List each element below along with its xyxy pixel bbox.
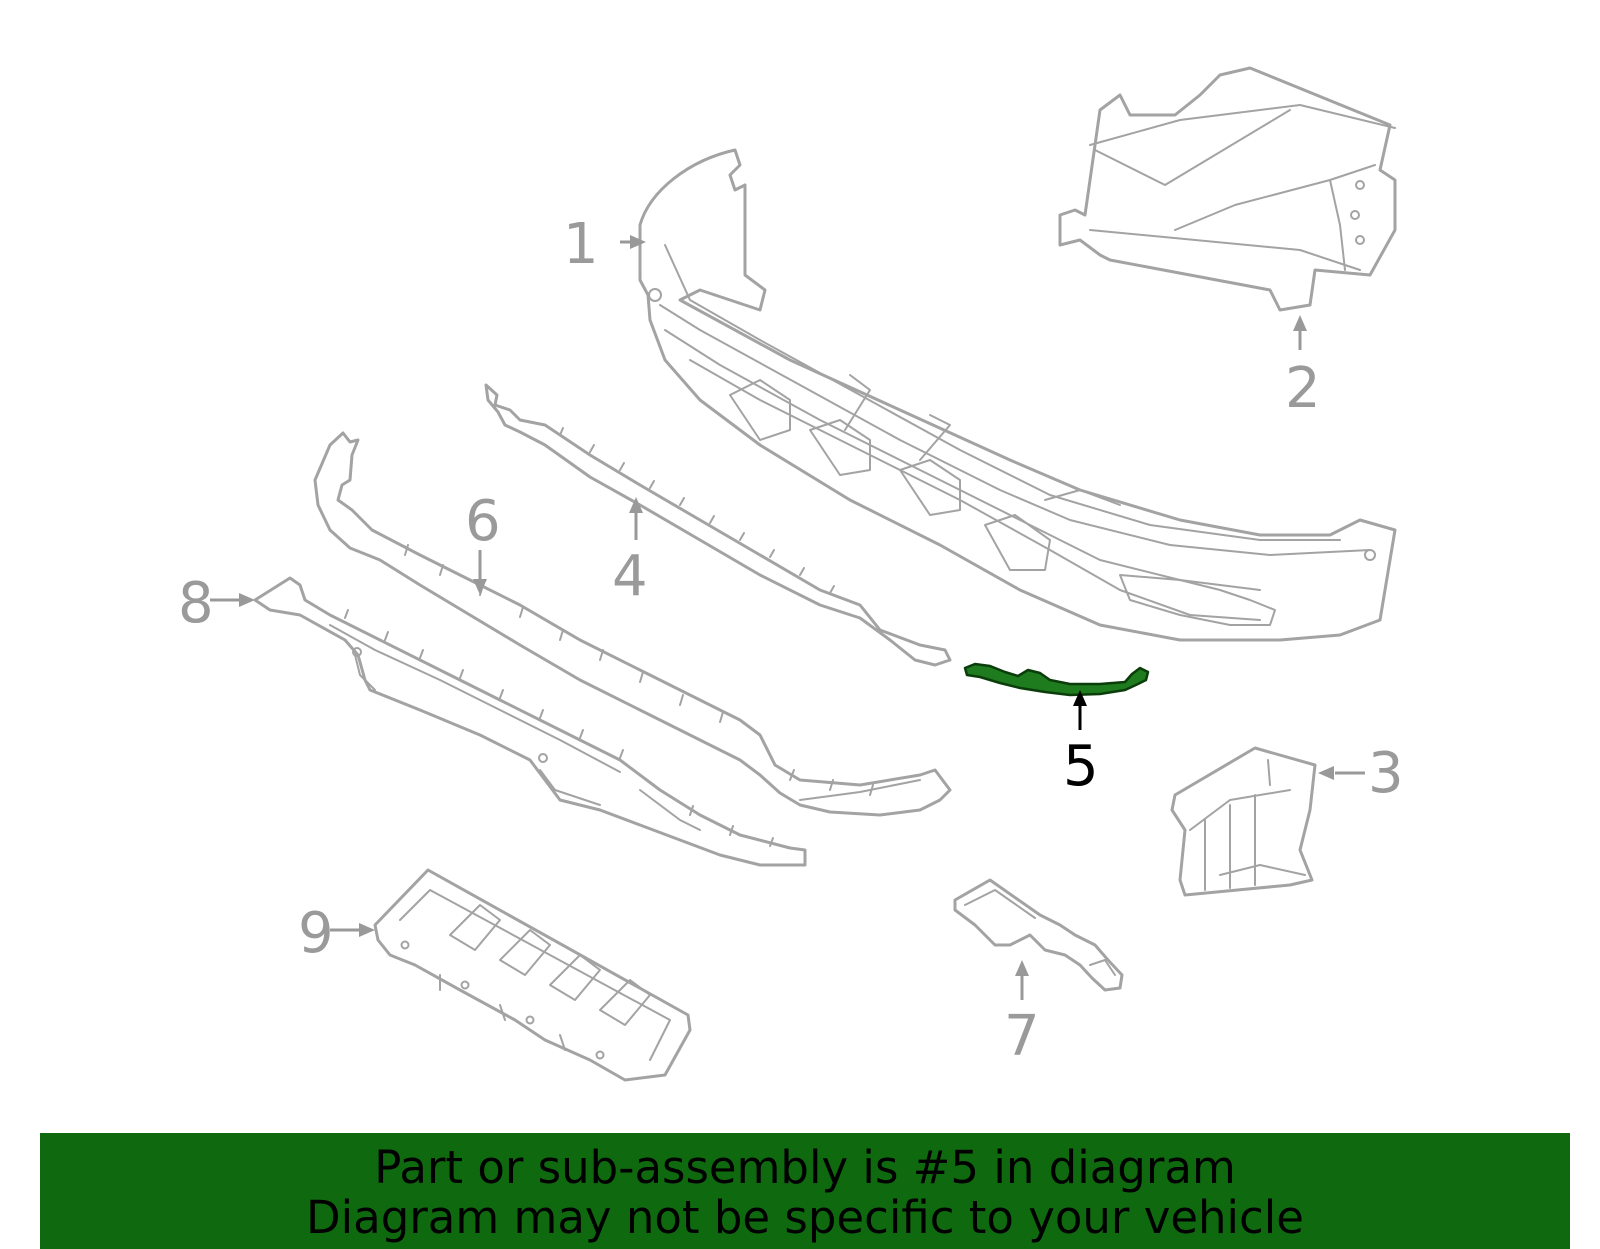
callout-3: 3 — [1368, 741, 1404, 806]
callout-4: 4 — [612, 544, 648, 609]
info-banner: Part or sub-assembly is #5 in diagram Di… — [40, 1133, 1570, 1249]
banner-line-1: Part or sub-assembly is #5 in diagram — [374, 1141, 1236, 1194]
part-9-skid-plate — [373, 868, 692, 1082]
part-2-bracket — [1058, 66, 1397, 312]
part-8-panel — [253, 576, 807, 867]
part-5-highlighted — [963, 662, 1150, 697]
callout-1: 1 — [563, 212, 599, 277]
part-4-strip — [484, 383, 952, 667]
parts-diagram: 1 2 3 4 5 6 7 8 9 — [178, 66, 1404, 1082]
callout-6: 6 — [465, 489, 501, 554]
part-3-bracket — [1170, 746, 1317, 897]
callout-2: 2 — [1285, 356, 1321, 421]
callout-7: 7 — [1004, 1004, 1040, 1069]
part-7-bracket — [953, 878, 1124, 992]
banner-line-2: Diagram may not be specific to your vehi… — [306, 1191, 1304, 1244]
part-1-bumper-cover — [638, 148, 1397, 642]
callout-5: 5 — [1063, 734, 1099, 799]
callout-8: 8 — [178, 571, 214, 636]
callout-arrows — [210, 235, 1365, 1000]
callout-9: 9 — [298, 901, 334, 966]
